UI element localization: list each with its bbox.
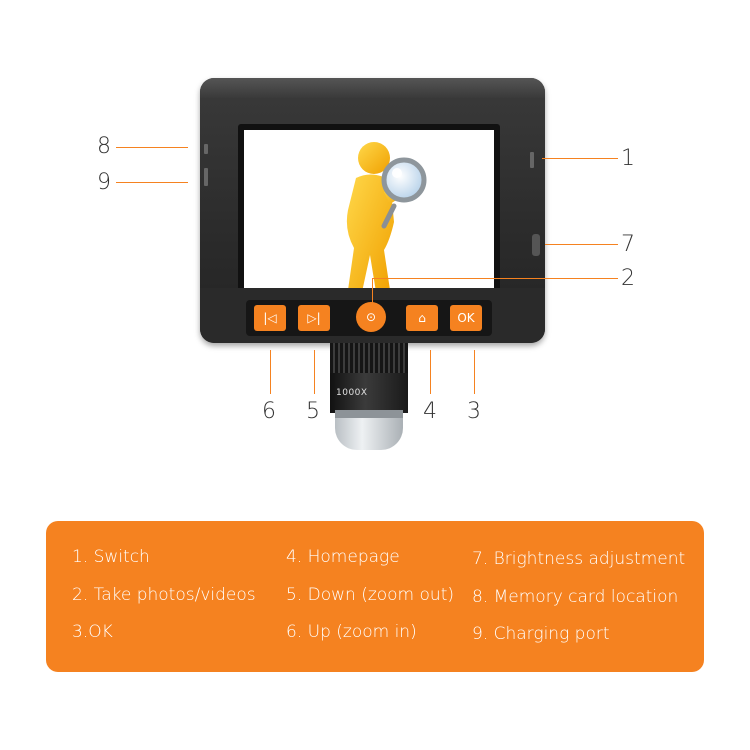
callout-5: 5 [306,399,320,424]
switch-mark [530,152,534,168]
memory-card-slot [204,144,208,154]
leader-line-2 [372,278,618,279]
brightness-wheel [532,234,540,256]
leader-line-5 [314,350,315,394]
leader-line-2-drop [372,278,373,304]
legend-panel: 1. Switch 2. Take photos/videos 3.OK 4. … [46,521,704,672]
callout-4: 4 [423,399,437,424]
leader-line-8 [116,147,188,148]
magnification-label: 1000X [336,388,368,398]
capture-button[interactable]: ⊙ [356,302,386,332]
charging-port [204,168,208,186]
search-figure-icon [346,142,427,292]
leader-line-4 [430,350,431,394]
leader-line-1 [542,158,618,159]
leader-line-6 [270,350,271,394]
focus-ring[interactable] [330,343,408,373]
callout-7: 7 [621,232,635,257]
legend-item-3: 3.OK [72,622,113,642]
device-top-edge [200,78,545,98]
leader-line-7 [545,244,618,245]
ok-button[interactable]: OK [450,305,482,331]
homepage-button[interactable]: ⌂ [406,305,438,331]
callout-3: 3 [467,399,481,424]
callout-9: 9 [97,170,111,195]
legend-item-7: 7. Brightness adjustment [472,549,686,569]
legend-item-9: 9. Charging port [472,624,610,644]
callout-1: 1 [621,146,635,171]
legend-item-5: 5. Down (zoom out) [286,585,454,605]
up-zoom-in-button[interactable]: |◁ [254,305,286,331]
microscope-device: |◁ ▷| ⊙ ⌂ OK [200,78,545,343]
legend-item-2: 2. Take photos/videos [72,585,256,605]
device-screen [244,130,494,306]
legend-item-8: 8. Memory card location [472,587,679,607]
down-zoom-out-button[interactable]: ▷| [298,305,330,331]
leader-line-9 [116,182,188,183]
legend-item-6: 6. Up (zoom in) [286,622,417,642]
lens-cap-ring [335,410,403,418]
legend-item-4: 4. Homepage [286,547,400,567]
callout-6: 6 [262,399,276,424]
leader-line-3 [474,350,475,394]
callout-8: 8 [97,134,111,159]
callout-2: 2 [621,266,635,291]
legend-item-1: 1. Switch [72,547,150,567]
